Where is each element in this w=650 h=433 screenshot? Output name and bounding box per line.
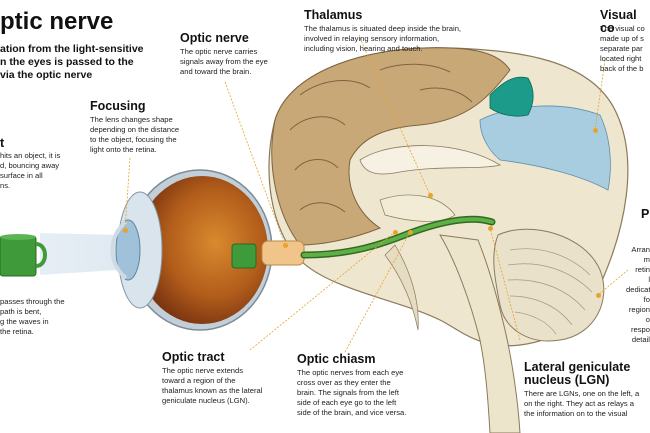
lgn-marker bbox=[488, 226, 493, 231]
focusing-line: light onto the retina. bbox=[90, 145, 157, 154]
right-edge-text: Arran m retin l dedicat fo region o resp… bbox=[626, 245, 650, 345]
optic-tract-heading: Optic tract bbox=[162, 350, 225, 364]
right-edge-line: respo bbox=[631, 325, 650, 334]
light-line: surface in all bbox=[0, 171, 43, 180]
thalamus-heading: Thalamus bbox=[304, 8, 363, 22]
light-text: hits an object, it is d, bouncing away s… bbox=[0, 151, 60, 191]
focusing-line: to the object, focusing the bbox=[90, 135, 177, 144]
right-edge-heading: P bbox=[641, 207, 650, 221]
right-edge-line: m bbox=[643, 255, 650, 264]
visual-cortex-line: back of the b bbox=[600, 64, 644, 73]
eyeball bbox=[110, 169, 273, 331]
lgn-line: the information on to the visual bbox=[524, 409, 628, 418]
optic-chiasm-line: side of each eye go to the left bbox=[297, 398, 397, 407]
lgn-text: There are LGNs, one on the left, a on th… bbox=[524, 389, 639, 419]
focusing-line: The lens changes shape bbox=[90, 115, 173, 124]
refraction-line: g the waves in bbox=[0, 317, 49, 326]
thalamus-line: involved in relaying sensory information… bbox=[304, 34, 440, 43]
page-title: ptic nerve bbox=[0, 8, 114, 35]
optic-tract-marker bbox=[393, 230, 398, 235]
optic-tract-line: geniculate nucleus (LGN). bbox=[162, 396, 250, 405]
optic-tract-line: thalamus known as the lateral bbox=[162, 386, 263, 395]
right-edge-line: retin bbox=[635, 265, 650, 274]
intro-line: via the optic nerve bbox=[0, 69, 93, 81]
optic-nerve-line: and toward the brain. bbox=[180, 67, 252, 76]
retina-image-icon bbox=[231, 243, 257, 269]
optic-chiasm-line: side of the brain, and vice versa. bbox=[297, 408, 407, 417]
optic-nerve-line: signals away from the eye bbox=[180, 57, 268, 66]
optic-chiasm-marker bbox=[408, 230, 413, 235]
cup-icon bbox=[0, 234, 47, 277]
thalamus-marker bbox=[428, 193, 433, 198]
lgn-heading: Lateral geniculate nucleus (LGN) bbox=[524, 361, 630, 387]
light-line: ns. bbox=[0, 181, 11, 190]
refraction-line: path is bent, bbox=[0, 307, 42, 316]
leader-lines bbox=[124, 37, 629, 353]
right-edge-line: l bbox=[648, 275, 650, 284]
visual-cortex-line: made up of s bbox=[600, 34, 644, 43]
cortex-folds bbox=[289, 63, 473, 213]
visual-cortex-marker bbox=[593, 128, 598, 133]
lgn-line: on the right. They act as relays a bbox=[524, 399, 635, 408]
optic-nerve-heading: Optic nerve bbox=[180, 31, 249, 45]
optic-nerve-marker bbox=[283, 243, 288, 248]
optic-chiasm-line: brain. The signals from the left bbox=[297, 388, 400, 397]
brain-section bbox=[268, 47, 629, 433]
thalamus-line: The thalamus is situated deep inside the… bbox=[304, 24, 462, 33]
refraction-text: passes through the path is bent, g the w… bbox=[0, 297, 65, 337]
optic-chiasm-line: cross over as they enter the bbox=[297, 378, 391, 387]
refraction-line: the retina. bbox=[0, 327, 34, 336]
light-line: d, bouncing away bbox=[0, 161, 60, 170]
right-edge-line: region o bbox=[628, 305, 650, 324]
focusing-text: The lens changes shape depending on the … bbox=[90, 115, 179, 155]
visual-cortex-line: The visual co bbox=[600, 24, 645, 33]
intro-line: ation from the light-sensitive bbox=[0, 43, 144, 55]
light-line: hits an object, it is bbox=[0, 151, 61, 160]
lgn-heading-line: nucleus (LGN) bbox=[524, 373, 610, 387]
right-edge-line: Arran bbox=[631, 245, 650, 254]
right-edge-line: dedicat bbox=[626, 285, 650, 294]
thalamus-line: including vision, hearing and touch. bbox=[304, 44, 423, 53]
light-heading: t bbox=[0, 136, 5, 150]
optic-nerve-line: The optic nerve carries bbox=[180, 47, 258, 56]
refraction-line: passes through the bbox=[0, 297, 65, 306]
intro-line: n the eyes is passed to the bbox=[0, 56, 134, 68]
lgn-line: There are LGNs, one on the left, a bbox=[524, 389, 640, 398]
right-region-marker bbox=[596, 293, 601, 298]
cerebellum-folds bbox=[507, 248, 593, 335]
visual-cortex-heading: Visual co bbox=[600, 8, 637, 35]
focusing-line: depending on the distance bbox=[90, 125, 180, 134]
visual-cortex-line: located right bbox=[600, 54, 642, 63]
optic-tract-line: The optic nerve extends bbox=[162, 366, 244, 375]
right-edge-line: detail bbox=[631, 335, 650, 344]
optic-nerve-text: The optic nerve carries signals away fro… bbox=[180, 47, 268, 77]
right-edge-line: fo bbox=[643, 295, 650, 304]
optic-tract-line: toward a region of the bbox=[162, 376, 236, 385]
optic-chiasm-heading: Optic chiasm bbox=[297, 352, 376, 366]
focusing-heading: Focusing bbox=[90, 99, 146, 113]
lens-marker bbox=[123, 228, 128, 233]
intro-text: ation from the light-sensitive n the eye… bbox=[0, 43, 144, 82]
thalamus-text: The thalamus is situated deep inside the… bbox=[304, 24, 461, 54]
optic-chiasm-text: The optic nerves from each eye cross ove… bbox=[297, 368, 406, 418]
lgn-heading-line: Lateral geniculate bbox=[524, 360, 631, 374]
optic-tract-text: The optic nerve extends toward a region … bbox=[162, 366, 262, 406]
visual-cortex-text: The visual co made up of s separate par … bbox=[600, 24, 645, 74]
visual-cortex-line: separate par bbox=[600, 44, 643, 53]
optic-chiasm-line: The optic nerves from each eye bbox=[297, 368, 404, 377]
